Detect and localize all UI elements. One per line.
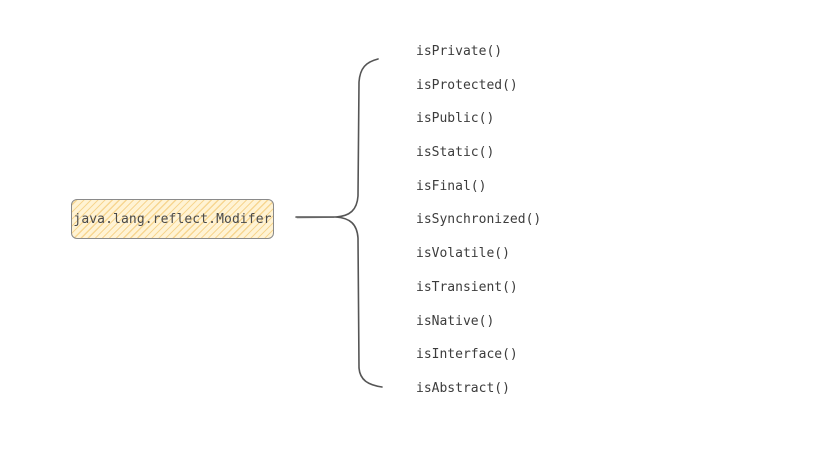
root-connector-sketch — [296, 217, 335, 219]
method-item-isprivate: isPrivate() — [416, 44, 503, 59]
root-node-modifier: java.lang.reflect.Modifer — [71, 199, 274, 239]
method-item-isnative: isNative() — [416, 313, 495, 329]
method-item-ispublic: isPublic() — [416, 111, 495, 127]
curly-brace — [335, 58, 383, 388]
method-item-isstatic: isStatic() — [416, 145, 495, 161]
root-node-label: java.lang.reflect.Modifer — [73, 211, 272, 227]
method-item-istransient: isTransient() — [416, 279, 518, 295]
method-item-isvolatile: isVolatile() — [416, 246, 510, 262]
method-item-isabstract: isAbstract() — [416, 380, 510, 396]
method-list: isPrivate() isProtected() isPublic() isS… — [416, 43, 541, 414]
method-item-isprotected: isProtected() — [416, 77, 518, 93]
method-item-issynchronized: isSynchronized() — [416, 212, 542, 228]
method-item-isfinal: isFinal() — [416, 178, 487, 194]
method-item-isinterface: isInterface() — [416, 347, 518, 363]
